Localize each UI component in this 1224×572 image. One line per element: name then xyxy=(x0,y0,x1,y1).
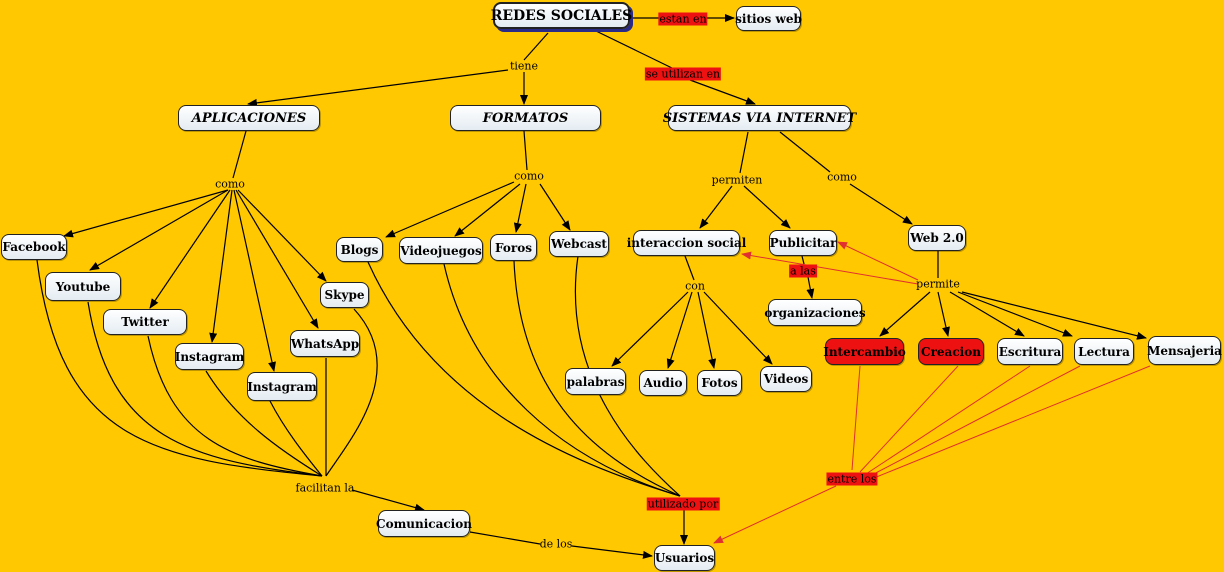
node-palabras[interactable]: palabras xyxy=(565,368,626,395)
link-comunicacion-delos xyxy=(469,531,541,545)
node-comunicacion[interactable]: Comunicacion xyxy=(376,510,472,537)
node-facebook[interactable]: Facebook xyxy=(1,234,67,260)
node-instagram-2[interactable]: Instagram xyxy=(247,372,317,401)
link-apps-como xyxy=(232,130,247,179)
link-seutilizan-sistemas xyxy=(689,79,756,105)
node-sitios-web[interactable]: sitios web xyxy=(735,6,802,31)
node-lectura[interactable]: Lectura xyxy=(1074,338,1134,365)
red-link-permite-publicitar xyxy=(837,241,919,281)
label-a-las: a las xyxy=(789,264,817,278)
link-redes-seutilizan xyxy=(595,30,673,69)
node-blogs[interactable]: Blogs xyxy=(336,237,383,262)
label-entre-los: entre los xyxy=(826,472,878,486)
link-delos-usuarios xyxy=(571,545,653,559)
node-youtube[interactable]: Youtube xyxy=(45,272,121,301)
node-usuarios[interactable]: Usuarios xyxy=(654,545,715,571)
node-twitter[interactable]: Twitter xyxy=(103,309,187,335)
red-link-permite-interaccion xyxy=(741,251,919,285)
node-webcast[interactable]: Webcast xyxy=(549,231,609,257)
node-instagram-1[interactable]: Instagram xyxy=(175,343,244,370)
node-web-2-0[interactable]: Web 2.0 xyxy=(908,225,966,251)
link-facilitan-comunicacion xyxy=(351,489,425,512)
label-como-aplicaciones: como xyxy=(215,177,245,191)
label-tiene: tiene xyxy=(509,59,539,73)
label-facilitan-la: facilitan la xyxy=(295,481,355,495)
node-fotos[interactable]: Fotos xyxy=(697,370,742,396)
label-utilizado-por: utilizado por xyxy=(646,497,720,511)
node-interaccion-social[interactable]: interaccion social xyxy=(627,230,746,256)
node-videojuegos[interactable]: Videojuegos xyxy=(399,237,483,264)
node-foros[interactable]: Foros xyxy=(490,234,537,261)
label-permiten: permiten xyxy=(711,173,763,187)
link-redes-tiene xyxy=(523,32,549,61)
node-sistemas-via-internet[interactable]: SISTEMAS VIA INTERNET xyxy=(663,105,856,131)
node-aplicaciones[interactable]: APLICACIONES xyxy=(178,105,320,131)
label-de-los: de los xyxy=(539,537,573,551)
node-creacion[interactable]: Creacion xyxy=(918,338,984,365)
label-se-utilizan-en: se utilizan en xyxy=(644,67,722,81)
node-skype[interactable]: Skype xyxy=(320,282,369,308)
node-intercambio[interactable]: Intercambio xyxy=(823,338,906,365)
node-organizaciones[interactable]: organizaciones xyxy=(764,299,866,326)
label-como-sistemas: como xyxy=(827,170,857,184)
label-como-formatos: como xyxy=(514,169,544,183)
node-formatos[interactable]: FORMATOS xyxy=(450,105,601,131)
label-permite: permite xyxy=(916,277,960,291)
node-mensajeria[interactable]: Mensajeria xyxy=(1147,336,1222,365)
node-publicitar[interactable]: Publicitar xyxy=(769,230,837,256)
node-videos[interactable]: Videos xyxy=(760,366,812,392)
node-escritura[interactable]: Escritura xyxy=(997,338,1063,365)
label-con: con xyxy=(685,279,705,293)
label-estan-en: estan en xyxy=(658,12,708,26)
red-link-entre-usuarios xyxy=(713,485,837,544)
node-audio[interactable]: Audio xyxy=(639,370,687,396)
node-whatsapp[interactable]: WhatsApp xyxy=(290,330,360,357)
node-redes-sociales[interactable]: REDES SOCIALES xyxy=(491,2,632,29)
link-tiene-apps xyxy=(247,69,509,107)
